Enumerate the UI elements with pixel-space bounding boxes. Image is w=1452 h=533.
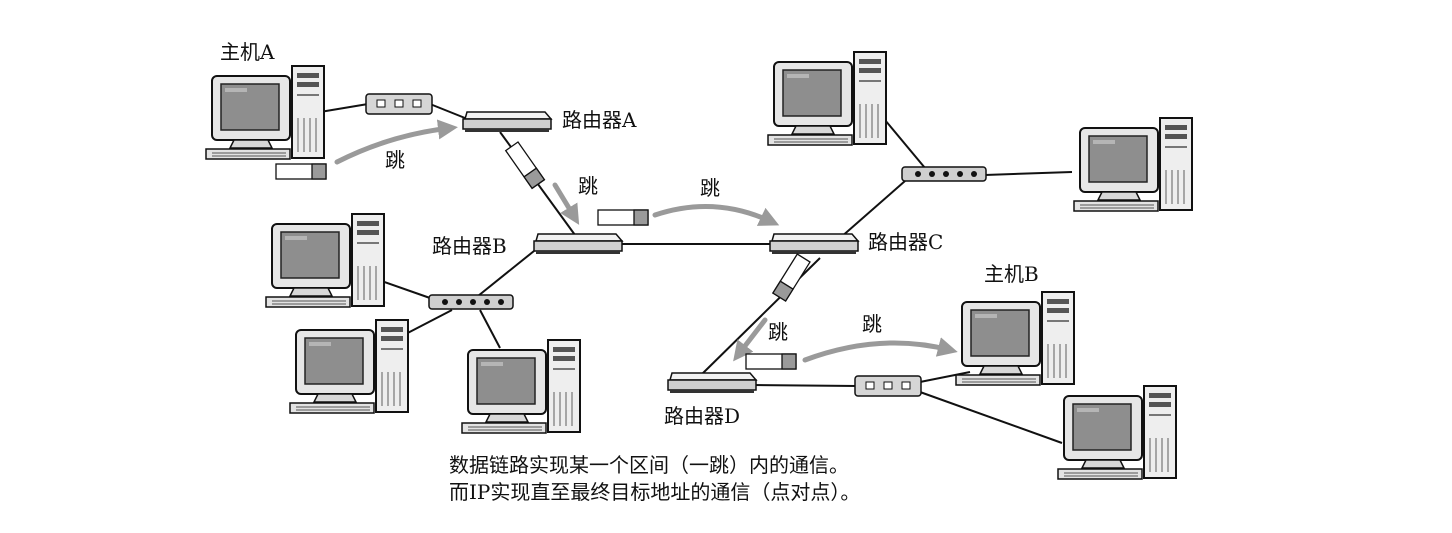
hop-arrow-4	[733, 317, 768, 362]
diagram-caption: 数据链路实现某一个区间（一跳）内的通信。 而IP实现直至最终目标地址的通信（点对…	[449, 452, 860, 506]
computer-right-top	[767, 51, 887, 146]
caption-line-2: 而IP实现直至最终目标地址的通信（点对点）。	[449, 480, 861, 504]
switch-router-c	[901, 166, 987, 182]
host-a-computer	[205, 65, 325, 160]
host-a-label: 主机A	[220, 40, 275, 64]
computer-left-top	[265, 213, 385, 308]
computer-bottom-center	[461, 339, 581, 434]
computer-bottom-right	[1057, 385, 1177, 480]
host-b-label: 主机B	[984, 262, 1039, 286]
router-c-label: 路由器C	[868, 230, 944, 254]
router-b	[533, 233, 623, 255]
packet-4	[772, 253, 811, 302]
router-a-label: 路由器A	[562, 108, 637, 132]
packet-1	[275, 163, 327, 180]
hop-arrows	[334, 119, 958, 363]
host-b-computer	[955, 291, 1075, 386]
hop-arrow-5	[802, 337, 958, 363]
hop-arrow-1	[334, 119, 458, 165]
hop-label-5: 跳	[862, 312, 882, 336]
hop-label-4: 跳	[768, 320, 788, 344]
router-b-label: 路由器B	[432, 234, 507, 258]
router-c	[769, 233, 859, 255]
router-d-label: 路由器D	[664, 404, 741, 428]
switch-router-b	[428, 294, 514, 310]
packet-3	[597, 209, 649, 226]
computer-left-bottom	[289, 319, 409, 414]
hop-arrow-2	[552, 182, 580, 225]
hub-host-a	[365, 93, 433, 115]
hop-label-1: 跳	[385, 148, 405, 172]
hub-host-b	[854, 375, 922, 397]
computer-right	[1073, 117, 1193, 212]
packet-2	[504, 141, 546, 190]
caption-line-1: 数据链路实现某一个区间（一跳）内的通信。	[449, 453, 849, 477]
packet-5	[745, 353, 797, 370]
router-d	[667, 372, 757, 394]
hop-label-2: 跳	[578, 174, 598, 198]
hop-label-3: 跳	[700, 176, 720, 200]
hop-arrow-3	[652, 203, 780, 226]
router-a	[462, 111, 552, 133]
